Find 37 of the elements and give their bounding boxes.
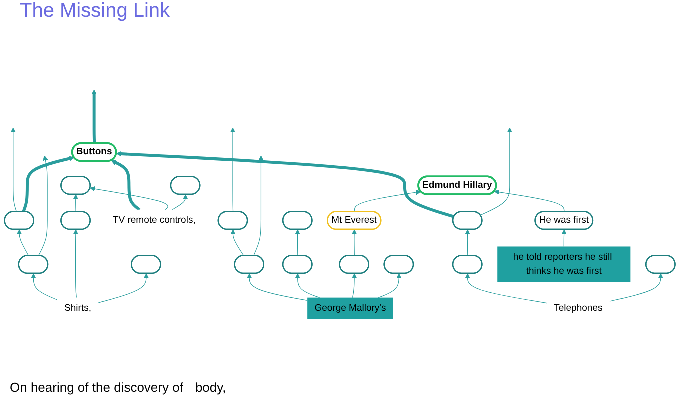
arrow <box>73 230 79 298</box>
arrow <box>465 230 470 256</box>
node-text: Telephones <box>554 303 603 314</box>
arrow <box>562 230 567 248</box>
arrow <box>230 230 244 256</box>
arrow <box>352 230 358 256</box>
arrow <box>92 90 97 144</box>
arrow <box>116 151 455 218</box>
arrow <box>98 274 150 304</box>
arrow <box>172 194 188 210</box>
arrow <box>90 186 168 210</box>
diagram-title: The Missing Link <box>20 0 170 23</box>
arrow <box>246 274 308 301</box>
arrow <box>494 190 565 212</box>
arrow <box>354 190 422 212</box>
arrow <box>111 160 141 212</box>
arrow <box>610 274 664 302</box>
arrow <box>10 128 18 212</box>
arrow <box>352 274 358 298</box>
arrow <box>378 274 402 298</box>
arrow <box>38 156 48 256</box>
arrow <box>230 128 236 212</box>
arrow <box>480 128 513 216</box>
arrow <box>73 194 78 212</box>
node-text: TV remote controls, <box>112 215 196 226</box>
node-box: George Mallory's <box>308 298 394 320</box>
node-text: Shirts, <box>64 303 92 314</box>
arrow <box>254 156 264 256</box>
arrow <box>295 274 320 298</box>
arrow <box>465 274 548 304</box>
sentence-text: body, <box>195 380 226 395</box>
sentence-text: On hearing of the discovery of <box>10 380 184 395</box>
arrow <box>22 156 74 213</box>
arrow <box>16 230 30 256</box>
node-box: he told reporters he still thinks he was first <box>498 246 631 282</box>
arrow <box>295 230 300 256</box>
arrow <box>31 274 58 300</box>
